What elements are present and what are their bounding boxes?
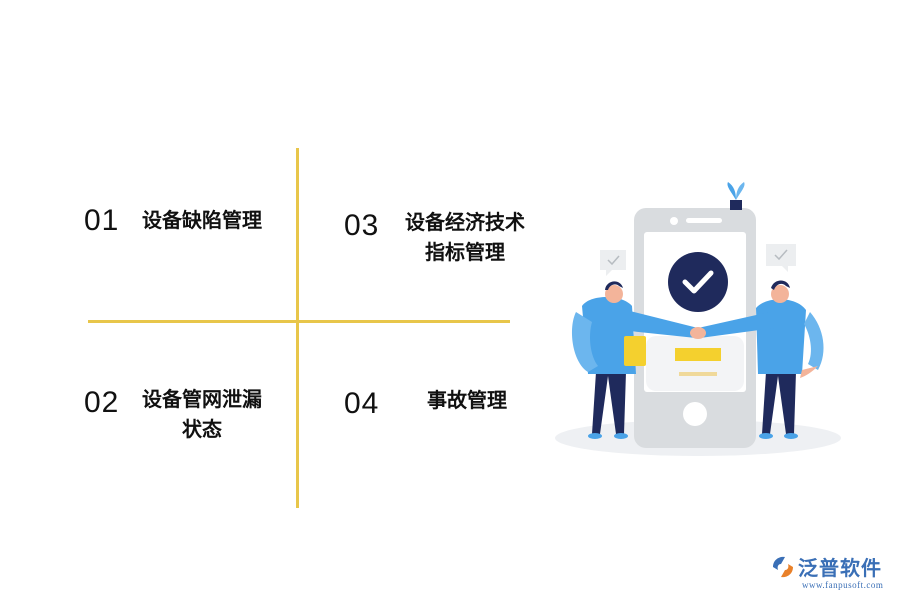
item-number: 02 [84, 386, 120, 419]
item-label: 设备管网泄漏 状态 [142, 387, 262, 441]
item-number: 01 [84, 204, 120, 237]
check-circle-icon [668, 252, 728, 312]
handshake-illustration [548, 176, 848, 466]
chat-bubble-check-icon [600, 250, 626, 276]
phone-illustration [634, 208, 756, 448]
handshake [690, 327, 706, 339]
logo-mark-icon [773, 556, 793, 578]
left-person [572, 281, 698, 439]
item-number: 04 [344, 387, 380, 420]
item-label: 设备缺陷管理 [142, 208, 262, 232]
chat-bubble-check-icon [766, 244, 796, 272]
vertical-divider [296, 148, 299, 508]
item-label: 设备经济技术 指标管理 [405, 210, 525, 264]
plant-icon [727, 182, 745, 210]
horizontal-divider [88, 320, 510, 323]
brand-logo: 泛普软件 www.fanpusoft.com [770, 552, 894, 596]
logo-name: 泛普软件 [798, 556, 882, 580]
item-number: 03 [344, 209, 380, 242]
item-label: 事故管理 [427, 388, 507, 412]
logo-url: www.fanpusoft.com [802, 580, 884, 590]
right-person [698, 280, 824, 439]
